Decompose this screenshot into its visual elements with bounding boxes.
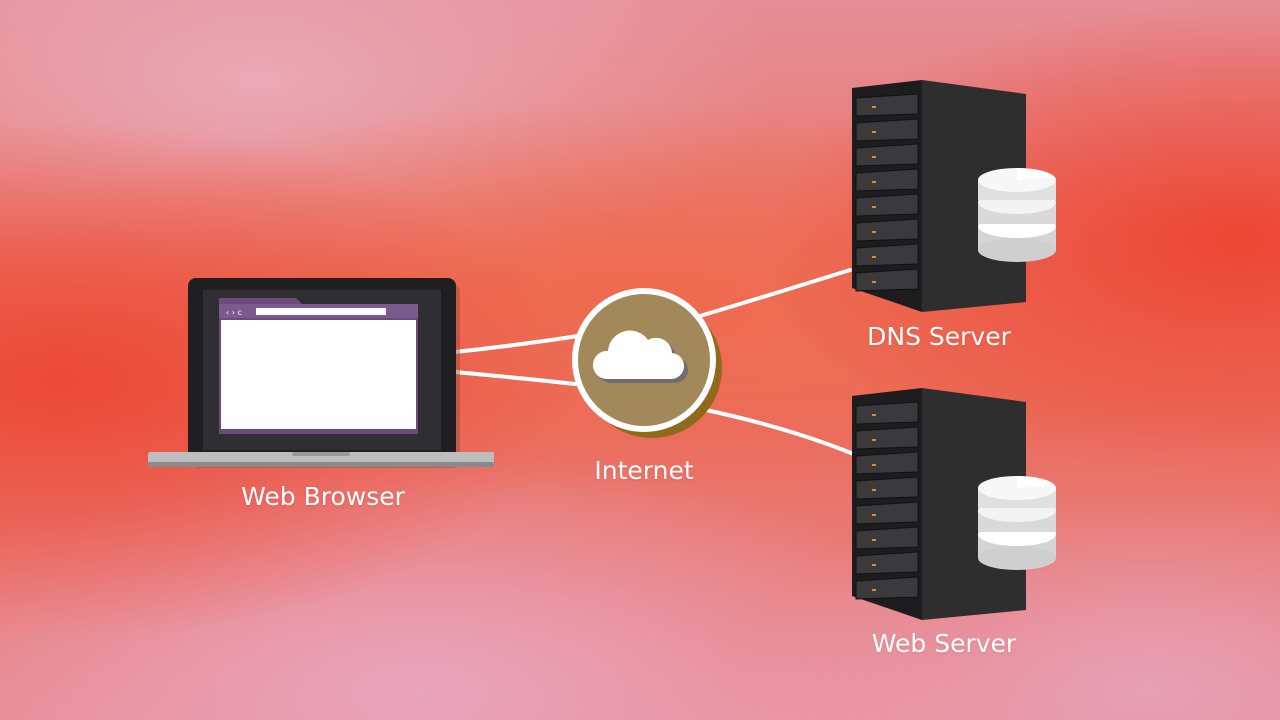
status-led (872, 231, 876, 233)
drive-bay (855, 168, 919, 192)
drive-bay (855, 93, 919, 117)
database-icon (978, 476, 1056, 570)
browser-nav-glyphs: ‹ › c (226, 308, 242, 317)
drive-bay (855, 426, 919, 450)
status-led (872, 489, 876, 491)
connector-internet-dns-server (698, 268, 852, 318)
drive-bay (855, 476, 919, 500)
browser-page-content (221, 320, 416, 429)
web-browser-label: Web Browser (241, 482, 405, 511)
status-led (872, 131, 876, 133)
browser-window: ‹ › c (219, 298, 418, 434)
drive-bay (855, 143, 919, 167)
status-led (872, 281, 876, 283)
database-icon (978, 168, 1056, 262)
drive-bay (855, 193, 919, 217)
status-led (872, 206, 876, 208)
connectors (453, 268, 858, 457)
drive-bay (855, 576, 919, 600)
status-led (872, 514, 876, 516)
drive-bay (855, 218, 919, 242)
web-server-label: Web Server (871, 629, 1017, 658)
connector-browser-internet-lower (453, 370, 577, 386)
laptop-icon: ‹ › c (148, 278, 494, 468)
drive-bay (855, 401, 919, 425)
drive-bay (855, 118, 919, 142)
status-led (872, 106, 876, 108)
internet-node (572, 288, 722, 438)
drive-bay (855, 526, 919, 550)
status-led (872, 464, 876, 466)
status-led (872, 564, 876, 566)
drive-bay (855, 268, 919, 292)
connector-browser-internet-upper (453, 334, 580, 354)
status-led (872, 256, 876, 258)
status-led (872, 589, 876, 591)
cloud-icon (592, 330, 689, 384)
status-led (872, 181, 876, 183)
dns-server-label: DNS Server (867, 322, 1011, 351)
drive-bay (855, 451, 919, 475)
connector-internet-web-server (704, 408, 858, 457)
status-led (872, 539, 876, 541)
drive-bay (855, 501, 919, 525)
internet-label: Internet (594, 456, 694, 485)
status-led (872, 414, 876, 416)
drive-bay (855, 551, 919, 575)
status-led (872, 156, 876, 158)
status-led (872, 439, 876, 441)
browser-address-bar (256, 308, 386, 315)
drive-bay (855, 243, 919, 267)
